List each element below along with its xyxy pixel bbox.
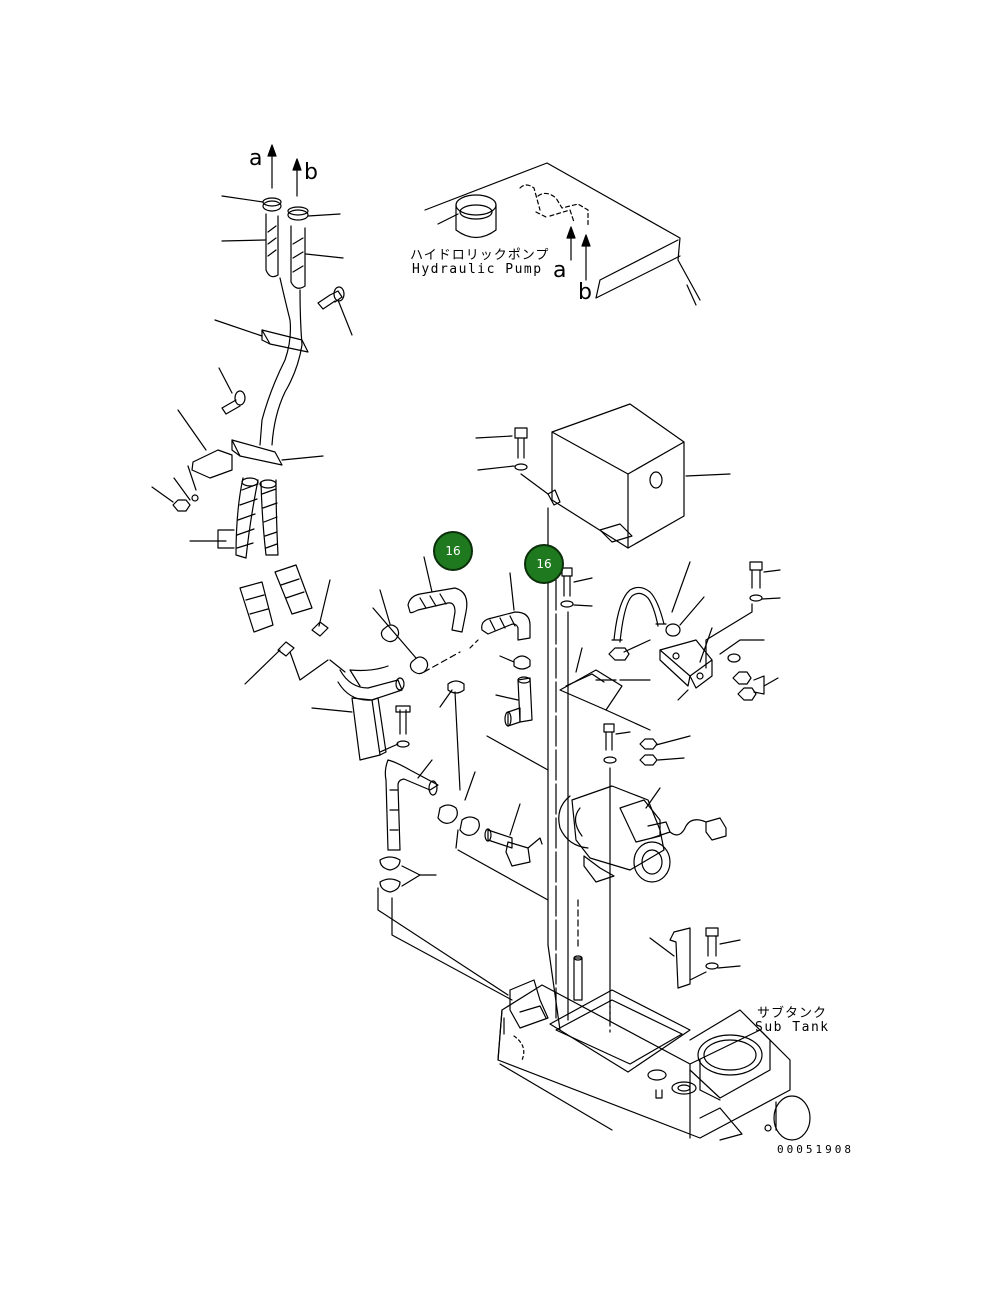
arrow-a-top-left-label: a [249, 146, 263, 171]
arrow-a-pump [566, 226, 576, 261]
arrow-b-pump [581, 234, 591, 281]
arrow-a-pump-label: a [553, 258, 567, 283]
arrow-a-top-left [267, 144, 277, 189]
sub-tank-outline [497, 979, 811, 1141]
motor-outline [558, 785, 727, 883]
callout-label: 16 [536, 557, 552, 571]
cover-box [547, 403, 731, 549]
sub-tank-label-jp: サブタンク [757, 1006, 828, 1021]
callout-16-hose-right[interactable]: 16 [524, 544, 564, 584]
callout-label: 16 [445, 544, 461, 558]
hydraulic-pump-label-en: Hydraulic Pump [412, 262, 543, 277]
hydraulic-pump-label-jp: ハイドロリックポンプ [410, 248, 550, 263]
arrow-b-pump-label: b [578, 280, 592, 305]
sub-tank-label-en: Sub Tank [755, 1020, 830, 1035]
drawing-code: 00051908 [777, 1143, 854, 1156]
arrow-b-top-left-label: b [304, 160, 318, 185]
hydraulic-pump-outline [424, 162, 701, 306]
callout-16-hose-left[interactable]: 16 [433, 531, 473, 571]
arrow-b-top-left [292, 158, 302, 197]
